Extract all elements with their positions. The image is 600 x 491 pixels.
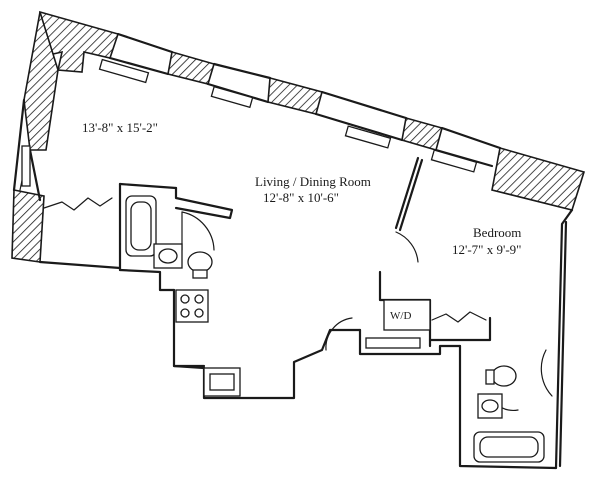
washer-dryer-label: W/D <box>390 310 411 322</box>
room-dimensions: 12'-8" x 10'-6" <box>263 190 339 205</box>
door-swing <box>181 211 215 251</box>
door-swing <box>540 349 553 397</box>
door-swing <box>325 317 353 351</box>
interior-walls <box>38 156 558 470</box>
room-name: Living / Dining Room <box>255 174 371 189</box>
door-swing <box>395 231 419 263</box>
exterior-wall-left <box>11 11 59 263</box>
toilet-icon <box>491 365 517 387</box>
window <box>21 145 31 187</box>
window <box>210 85 254 109</box>
room-dimensions: 13'-8" x 15'-2" <box>82 120 158 135</box>
exterior-wall-top <box>39 10 586 211</box>
washer-dryer: W/D <box>365 299 431 349</box>
washer-dryer-box <box>383 299 431 331</box>
window <box>98 58 150 84</box>
room-label-left: 13'-8" x 15'-2" <box>82 120 158 135</box>
bathroom-2-fixtures <box>473 365 545 463</box>
exterior-wall-right <box>554 208 574 470</box>
window <box>344 125 392 149</box>
room-label-bedroom: Bedroom 12'-7" x 9'-9" <box>452 225 521 257</box>
room-name: Bedroom <box>473 225 521 240</box>
windows <box>98 58 478 173</box>
stove-icon <box>175 289 209 323</box>
window <box>430 149 478 173</box>
room-dimensions: 12'-7" x 9'-9" <box>452 242 521 257</box>
room-label-living: Living / Dining Room 12'-8" x 10'-6" <box>255 174 371 205</box>
toilet-icon <box>187 251 213 273</box>
kitchen-fixtures <box>175 289 241 397</box>
bathroom-fixtures <box>125 195 213 279</box>
